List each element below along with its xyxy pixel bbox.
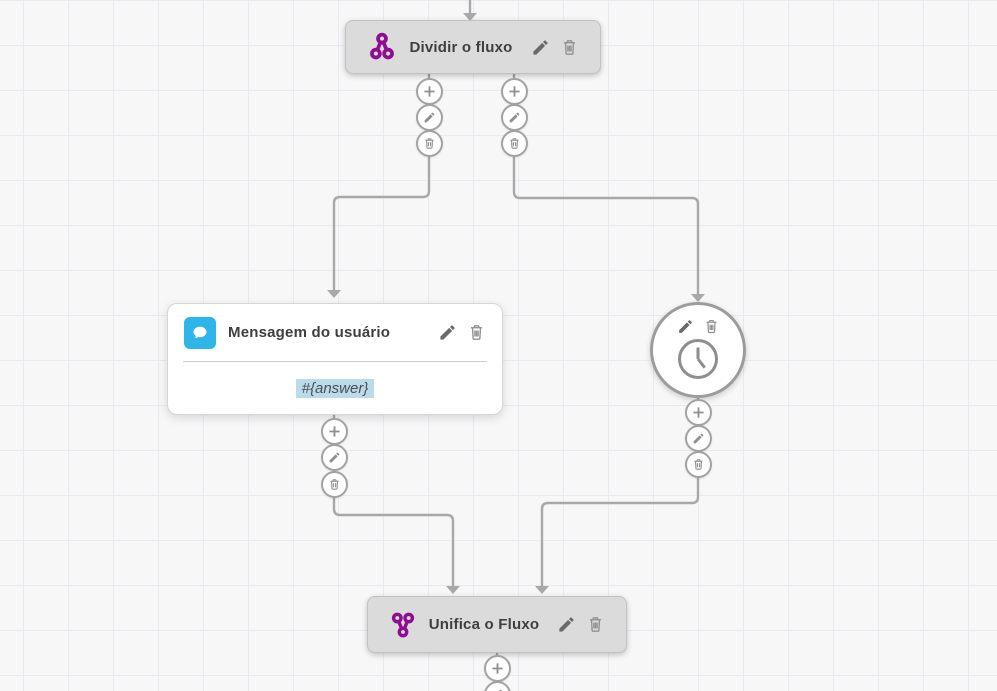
node-merge-flow[interactable]: Unifica o Fluxo xyxy=(367,596,627,653)
arrowhead-into-timer xyxy=(691,294,705,302)
pencil-icon xyxy=(329,452,340,463)
trash-icon xyxy=(590,617,602,632)
chat-bubble-icon xyxy=(184,316,216,349)
delete-connection-button[interactable] xyxy=(416,130,443,157)
plus-icon xyxy=(492,663,503,674)
delete-connection-button[interactable] xyxy=(685,451,712,478)
trash-icon xyxy=(510,138,519,149)
pencil-icon xyxy=(424,112,435,123)
variable-value[interactable]: #{answer} xyxy=(295,378,375,398)
delete-node-button[interactable] xyxy=(586,615,605,634)
trash-icon xyxy=(694,459,703,470)
arrowhead-into-merge-right xyxy=(535,586,549,594)
edit-node-button[interactable] xyxy=(438,323,457,342)
merge-flow-icon xyxy=(391,612,414,637)
pencil-icon xyxy=(532,39,548,55)
edit-connection-button[interactable] xyxy=(685,425,712,452)
clock-icon xyxy=(678,339,718,379)
node-timer[interactable] xyxy=(650,302,746,398)
edit-node-button[interactable] xyxy=(677,318,694,335)
arrowhead-into-message xyxy=(327,290,341,298)
delete-node-button[interactable] xyxy=(703,318,720,335)
trash-icon xyxy=(425,138,434,149)
pencil-icon xyxy=(440,325,455,340)
node-body: #{answer} xyxy=(168,362,502,414)
trash-icon xyxy=(563,39,575,55)
add-step-button[interactable] xyxy=(685,399,712,426)
pencil-icon xyxy=(678,320,692,333)
delete-connection-button[interactable] xyxy=(321,471,348,498)
plus-icon xyxy=(424,86,435,97)
edit-connection-button[interactable] xyxy=(501,104,528,131)
pencil-icon xyxy=(559,617,574,632)
edit-node-button[interactable] xyxy=(557,615,576,634)
add-step-button[interactable] xyxy=(501,78,528,105)
edit-connection-button[interactable] xyxy=(321,444,348,471)
trash-icon xyxy=(330,479,339,490)
node-title: Dividir o fluxo xyxy=(409,38,513,56)
edit-node-button[interactable] xyxy=(531,38,550,57)
pencil-icon xyxy=(693,433,704,444)
node-header: Mensagem do usuário xyxy=(168,304,502,361)
connector-split-to-timer xyxy=(512,74,700,294)
divider xyxy=(183,361,487,362)
node-title: Mensagem do usuário xyxy=(228,324,391,341)
split-flow-icon xyxy=(370,32,395,60)
plus-icon xyxy=(329,426,340,437)
delete-node-button[interactable] xyxy=(467,323,486,342)
trash-icon xyxy=(706,319,716,334)
plus-icon xyxy=(509,86,520,97)
pencil-icon xyxy=(509,112,520,123)
delete-node-button[interactable] xyxy=(560,38,579,57)
add-step-button[interactable] xyxy=(416,78,443,105)
connector-message-to-merge xyxy=(332,415,455,586)
connector-split-to-message xyxy=(332,74,431,290)
trash-icon xyxy=(470,325,483,340)
node-title: Unifica o Fluxo xyxy=(428,616,540,633)
edit-connection-button[interactable] xyxy=(416,104,443,131)
add-step-button[interactable] xyxy=(484,655,511,682)
node-user-message[interactable]: Mensagem do usuário xyxy=(167,303,503,415)
add-step-button[interactable] xyxy=(321,418,348,445)
node-split-flow[interactable]: Dividir o fluxo xyxy=(345,20,601,74)
arrowhead-into-merge-left xyxy=(446,586,460,594)
arrowhead-into-split xyxy=(463,13,477,21)
plus-icon xyxy=(693,407,704,418)
delete-connection-button[interactable] xyxy=(501,130,528,157)
connector-timer-to-merge xyxy=(540,398,700,586)
